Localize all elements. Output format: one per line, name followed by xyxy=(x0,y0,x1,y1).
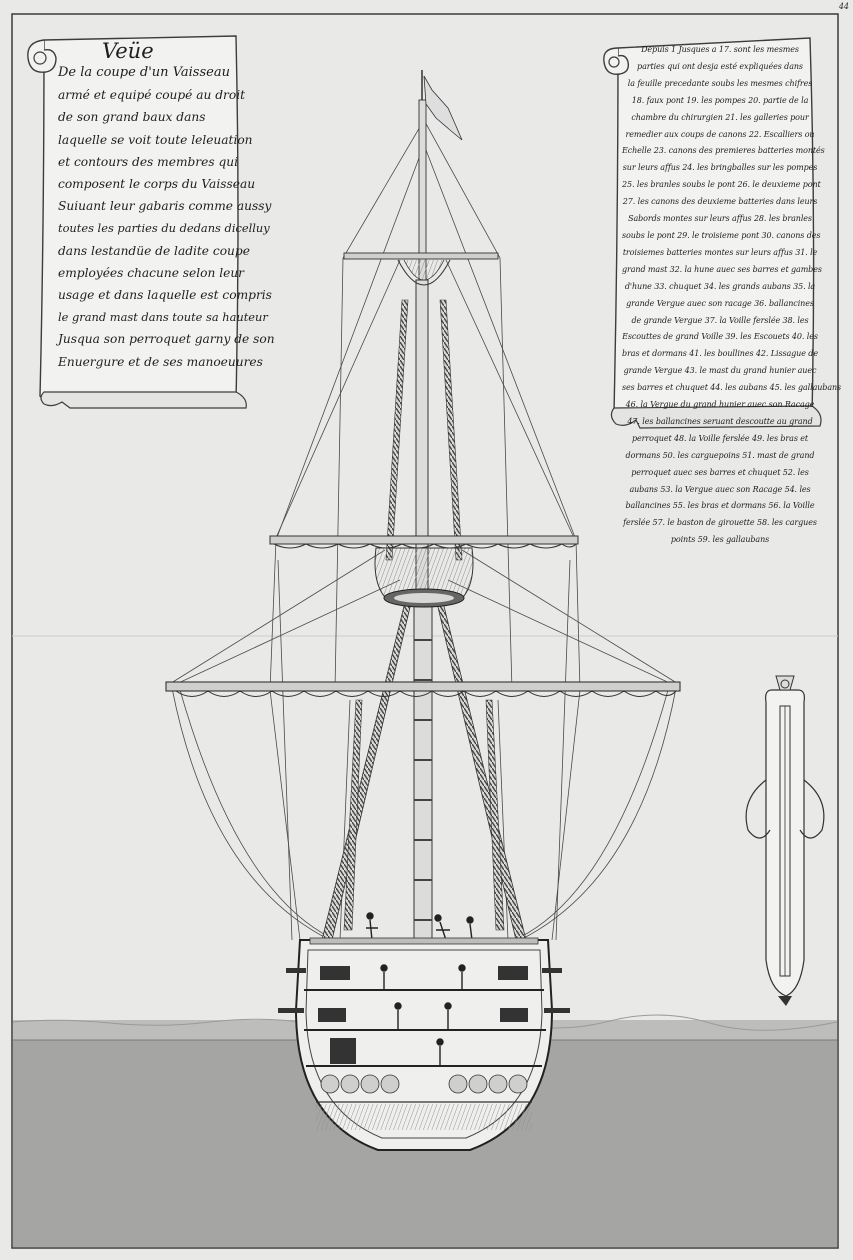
ship-cross-section xyxy=(278,912,570,1151)
left-scroll-line: De la coupe d'un Vaisseau xyxy=(58,65,230,80)
right-scroll-line: 46. la Vergue du grand hunier auec son R… xyxy=(625,400,815,410)
left-scroll-line: laquelle se voit toute leleuation xyxy=(58,132,253,147)
right-scroll-line: perroquet 48. la Voille ferslée 49. les … xyxy=(631,433,809,443)
right-scroll-line: d'hune 33. chuquet 34. les grands aubans… xyxy=(624,281,816,291)
right-scroll-line: 27. les canons des deuxieme batteries da… xyxy=(622,197,818,207)
right-scroll-line: Escouttes de grand Voille 39. les Escoue… xyxy=(622,332,818,342)
left-scroll-line: le grand mast dans toute sa hauteur xyxy=(58,310,268,325)
right-scroll-line: de grande Vergue 37. la Voille ferslée 3… xyxy=(631,315,809,325)
right-scroll-line: ses barres et chuquet 44. les aubans 45.… xyxy=(622,383,842,393)
topsail-yard xyxy=(269,535,579,549)
topgallant-yard xyxy=(343,252,499,286)
right-scroll-line: bras et dormans 41. les boullines 42. Li… xyxy=(622,349,818,359)
barometer-ornament xyxy=(745,675,825,1006)
cartouche-title: Veüe xyxy=(102,39,154,63)
right-scroll-line: parties qui ont desja esté expliquées da… xyxy=(637,61,803,71)
right-scroll-line: grande Vergue auec son racage 36. ballan… xyxy=(626,298,814,308)
rigging-lines xyxy=(167,119,681,943)
right-scroll-line: dormans 50. les carguepoins 51. mast de … xyxy=(625,450,815,460)
right-scroll-cartouche xyxy=(603,37,822,429)
left-scroll-line: composent le corps du Vaisseau xyxy=(58,177,256,192)
left-scroll-line: Enuergure et de ses manoeuures xyxy=(58,354,263,369)
main-yard xyxy=(165,681,681,697)
left-scroll-text: Veüe De la coupe d'un Vaisseau armé et e… xyxy=(58,39,275,373)
right-scroll-line: points 59. les gallaubans xyxy=(670,535,770,545)
right-scroll-text: Depuis 1 Jusques a 17. sont les mesmes p… xyxy=(622,42,842,549)
right-scroll-line: Echelle 23. canons des premieres batteri… xyxy=(622,146,825,156)
page-number: 44 xyxy=(838,2,849,11)
right-scroll-line: perroquet auec ses barres et chuquet 52.… xyxy=(631,467,809,477)
right-scroll-line: grand mast 32. la hune auec ses barres e… xyxy=(622,264,822,274)
right-scroll-line: Depuis 1 Jusques a 17. sont les mesmes xyxy=(641,45,799,54)
right-scroll-line: 25. les branles soubs le pont 26. le deu… xyxy=(622,180,821,190)
right-scroll-line: ballancines 55. les bras et dormans 56. … xyxy=(625,501,815,511)
left-scroll-line: usage et dans laquelle est compris xyxy=(58,288,272,303)
right-scroll-line: sur leurs affus 24. les bringballes sur … xyxy=(622,163,818,173)
left-scroll-line: toutes les parties du dedans dicelluy xyxy=(58,221,270,236)
right-scroll-line: soubs le pont 29. le troisieme pont 30. … xyxy=(622,230,821,240)
left-scroll-cartouche xyxy=(27,35,247,409)
right-scroll-line: chambre du chirurgien 21. les galleries … xyxy=(631,112,809,122)
left-scroll-line: et contours des membres qui xyxy=(58,154,239,169)
left-scroll-line: employées chacune selon leur xyxy=(58,265,245,280)
main-top xyxy=(374,547,474,608)
right-scroll-line: 47. les ballancines seruant descoutte au… xyxy=(627,416,813,426)
left-scroll-line: Jusqua son perroquet garny de son xyxy=(58,332,275,347)
left-scroll-line: Suiuant leur gabaris comme aussy xyxy=(58,199,272,214)
lower-shrouds xyxy=(321,299,527,941)
left-scroll-line: de son grand baux dans xyxy=(58,110,206,125)
right-scroll-line: grande Vergue 43. le mast du grand hunie… xyxy=(623,366,817,376)
right-scroll-line: remedier aux coups de canons 22. Escalli… xyxy=(625,129,815,139)
right-scroll-line: la feuille precedante soubs les mesmes c… xyxy=(627,78,813,88)
outer-frame xyxy=(11,13,839,1249)
right-scroll-line: aubans 53. la Vergue auec son Racage 54.… xyxy=(629,484,811,494)
right-scroll-line: ferslée 57. le baston de girouette 58. l… xyxy=(623,518,817,528)
pennant-flag xyxy=(423,75,463,141)
left-scroll-line: dans lestandüe de ladite coupe xyxy=(58,243,250,258)
right-scroll-line: Sabords montes sur leurs affus 28. les b… xyxy=(628,214,812,224)
right-scroll-line: troisiemes batteries montes sur leurs af… xyxy=(622,247,818,257)
mainmast xyxy=(413,70,433,1071)
right-scroll-line: 18. faux pont 19. les pompes 20. partie … xyxy=(631,95,809,105)
left-scroll-line: armé et equipé coupé au droit xyxy=(58,88,246,103)
